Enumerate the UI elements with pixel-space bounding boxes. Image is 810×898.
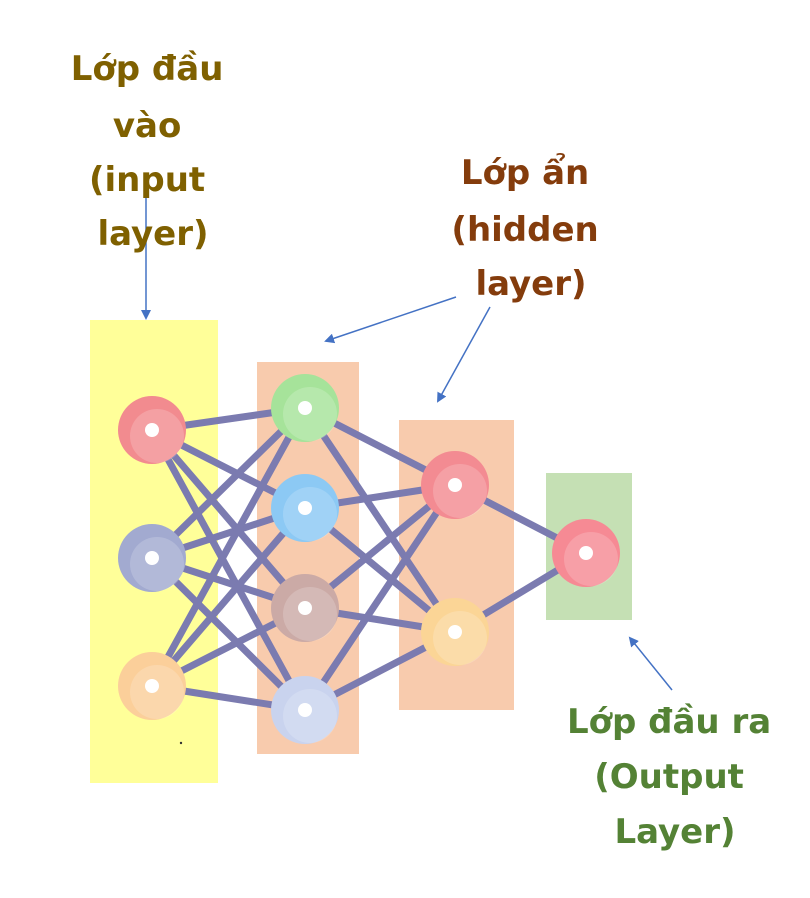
hidden-1-node-green-1 [271, 374, 339, 442]
node-center-dot [579, 546, 593, 560]
node-center-dot [298, 601, 312, 615]
output-node-red-1 [552, 519, 620, 587]
node-shine [283, 387, 337, 441]
output-label-line-3: Layer) [614, 812, 735, 852]
node-shine [283, 689, 337, 743]
node-center-dot [448, 625, 462, 639]
hidden-label-line-3: layer) [475, 264, 586, 304]
connection-l2-4-to-1 [301, 481, 459, 714]
input-label-line-2: vào [113, 106, 181, 146]
hidden-layer-label: Lớp ẩn (hidden layer) [451, 152, 610, 304]
hidden-1-node-mauve-3 [271, 574, 339, 642]
node-shine [433, 611, 487, 665]
node-shine [283, 487, 337, 541]
input-label-line-1: Lớp đầu [71, 49, 224, 89]
hidden-label-arrow-2 [437, 306, 491, 403]
node-shine [564, 532, 618, 586]
hidden-1-node-light-blue-4 [271, 676, 339, 744]
node-center-dot [298, 401, 312, 415]
node-center-dot [448, 478, 462, 492]
connection-l1-2-to-4 [148, 554, 309, 714]
hidden-1-node-blue-2 [271, 474, 339, 542]
input-node-red-1 [118, 396, 186, 464]
node-center-dot [298, 703, 312, 717]
node-center-dot [145, 551, 159, 565]
output-label-line-1: Lớp đầu ra [567, 702, 771, 742]
connection-l1-1-to-4 [148, 426, 309, 714]
connection-l1-3-to-1 [148, 404, 309, 690]
node-shine [283, 587, 337, 641]
node-center-dot [145, 679, 159, 693]
hidden-label-line-1: Lớp ẩn [461, 152, 589, 193]
connection-l1-3-to-2 [148, 504, 309, 690]
node-shine [130, 537, 184, 591]
output-layer-label: Lớp đầu ra (Output Layer) [567, 702, 783, 852]
output-label-arrow [628, 636, 673, 691]
node-shine [130, 409, 184, 463]
node-shine [130, 665, 184, 719]
hidden-2-node-red-1 [421, 451, 489, 519]
connection-l1-1-to-3 [148, 426, 309, 612]
stray-dot [179, 741, 183, 745]
nodes [118, 374, 620, 744]
input-node-peach-3 [118, 652, 186, 720]
input-label-line-4: layer) [97, 214, 208, 254]
node-shine [433, 464, 487, 518]
input-layer-label: Lớp đầu vào (input layer) [71, 49, 236, 254]
hidden-label-arrow-1 [324, 296, 457, 344]
node-center-dot [145, 423, 159, 437]
input-node-lavender-2 [118, 524, 186, 592]
output-label-line-2: (Output [594, 757, 744, 797]
hidden-label-line-2: (hidden [451, 210, 598, 250]
hidden-2-node-orange-2 [421, 598, 489, 666]
connection-l2-1-to-2 [301, 404, 459, 636]
input-label-line-3: (input [89, 160, 205, 200]
connection-l1-2-to-1 [148, 404, 309, 562]
node-center-dot [298, 501, 312, 515]
